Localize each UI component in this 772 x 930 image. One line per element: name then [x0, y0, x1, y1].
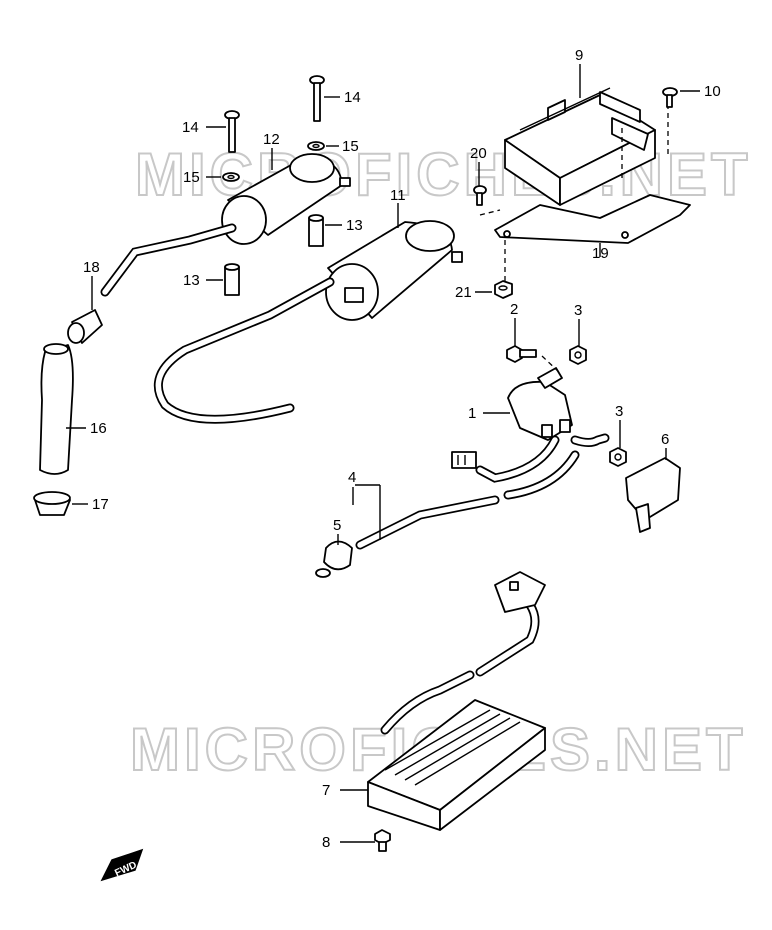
callout-12: 12: [263, 131, 280, 148]
part-6-terminal-cover: [625, 457, 681, 533]
part-19-bracket: [494, 194, 691, 244]
part-13-collar-b: [224, 263, 240, 296]
part-8-bolt: [374, 829, 391, 852]
callout-11: 11: [390, 187, 406, 204]
part-13-collar-a: [308, 214, 324, 247]
callout-14-b: 14: [182, 119, 199, 136]
part-21-nut: [494, 280, 513, 299]
regulator-coupler: [494, 571, 546, 613]
part-10-screw: [662, 87, 678, 108]
callout-1: 1: [468, 405, 476, 422]
callout-9: 9: [575, 47, 583, 64]
callout-10: 10: [704, 83, 721, 100]
callout-6: 6: [661, 431, 669, 448]
part-11-ignition-coil: [325, 220, 463, 321]
part-20-screw: [473, 185, 487, 206]
callout-16: 16: [90, 420, 107, 437]
part-2-bolt: [506, 345, 537, 363]
part-18-plug-cap: [67, 309, 103, 344]
part-16-plug-boot: [39, 343, 74, 475]
callout-21: 21: [455, 284, 472, 301]
callout-3-b: 3: [615, 403, 623, 420]
callout-13-b: 13: [183, 272, 200, 289]
part-17-seal: [33, 491, 71, 516]
callout-13-a: 13: [346, 217, 363, 234]
callout-2: 2: [510, 301, 518, 318]
part-9-igniter-unit: [504, 87, 656, 206]
callout-19: 19: [592, 245, 609, 262]
callout-7: 7: [322, 782, 330, 799]
part-5-terminal-cap: [315, 540, 353, 578]
part-7-regulator-rectifier: [367, 699, 546, 831]
callout-15-a: 15: [342, 138, 359, 155]
part-3-nut-b: [609, 447, 627, 467]
part-15-washer-b: [222, 172, 240, 182]
part-15-washer-a: [307, 141, 325, 151]
callout-14-a: 14: [344, 89, 361, 106]
part-3-nut-a: [569, 345, 587, 365]
callout-20: 20: [470, 145, 487, 162]
callout-15-b: 15: [183, 169, 200, 186]
callout-3-a: 3: [574, 302, 582, 319]
callout-18: 18: [83, 259, 100, 276]
fwd-arrow-icon: FWD: [100, 848, 144, 882]
part-14-bolt-a: [309, 75, 325, 122]
callout-5: 5: [333, 517, 341, 534]
callout-8: 8: [322, 834, 330, 851]
part-12-ignition-coil: [221, 153, 351, 245]
callout-17: 17: [92, 496, 109, 513]
callout-4: 4: [348, 469, 356, 486]
part-14-bolt-b: [224, 110, 240, 153]
part-1-starter-relay: [507, 367, 573, 441]
relay-coupler: [451, 451, 477, 469]
